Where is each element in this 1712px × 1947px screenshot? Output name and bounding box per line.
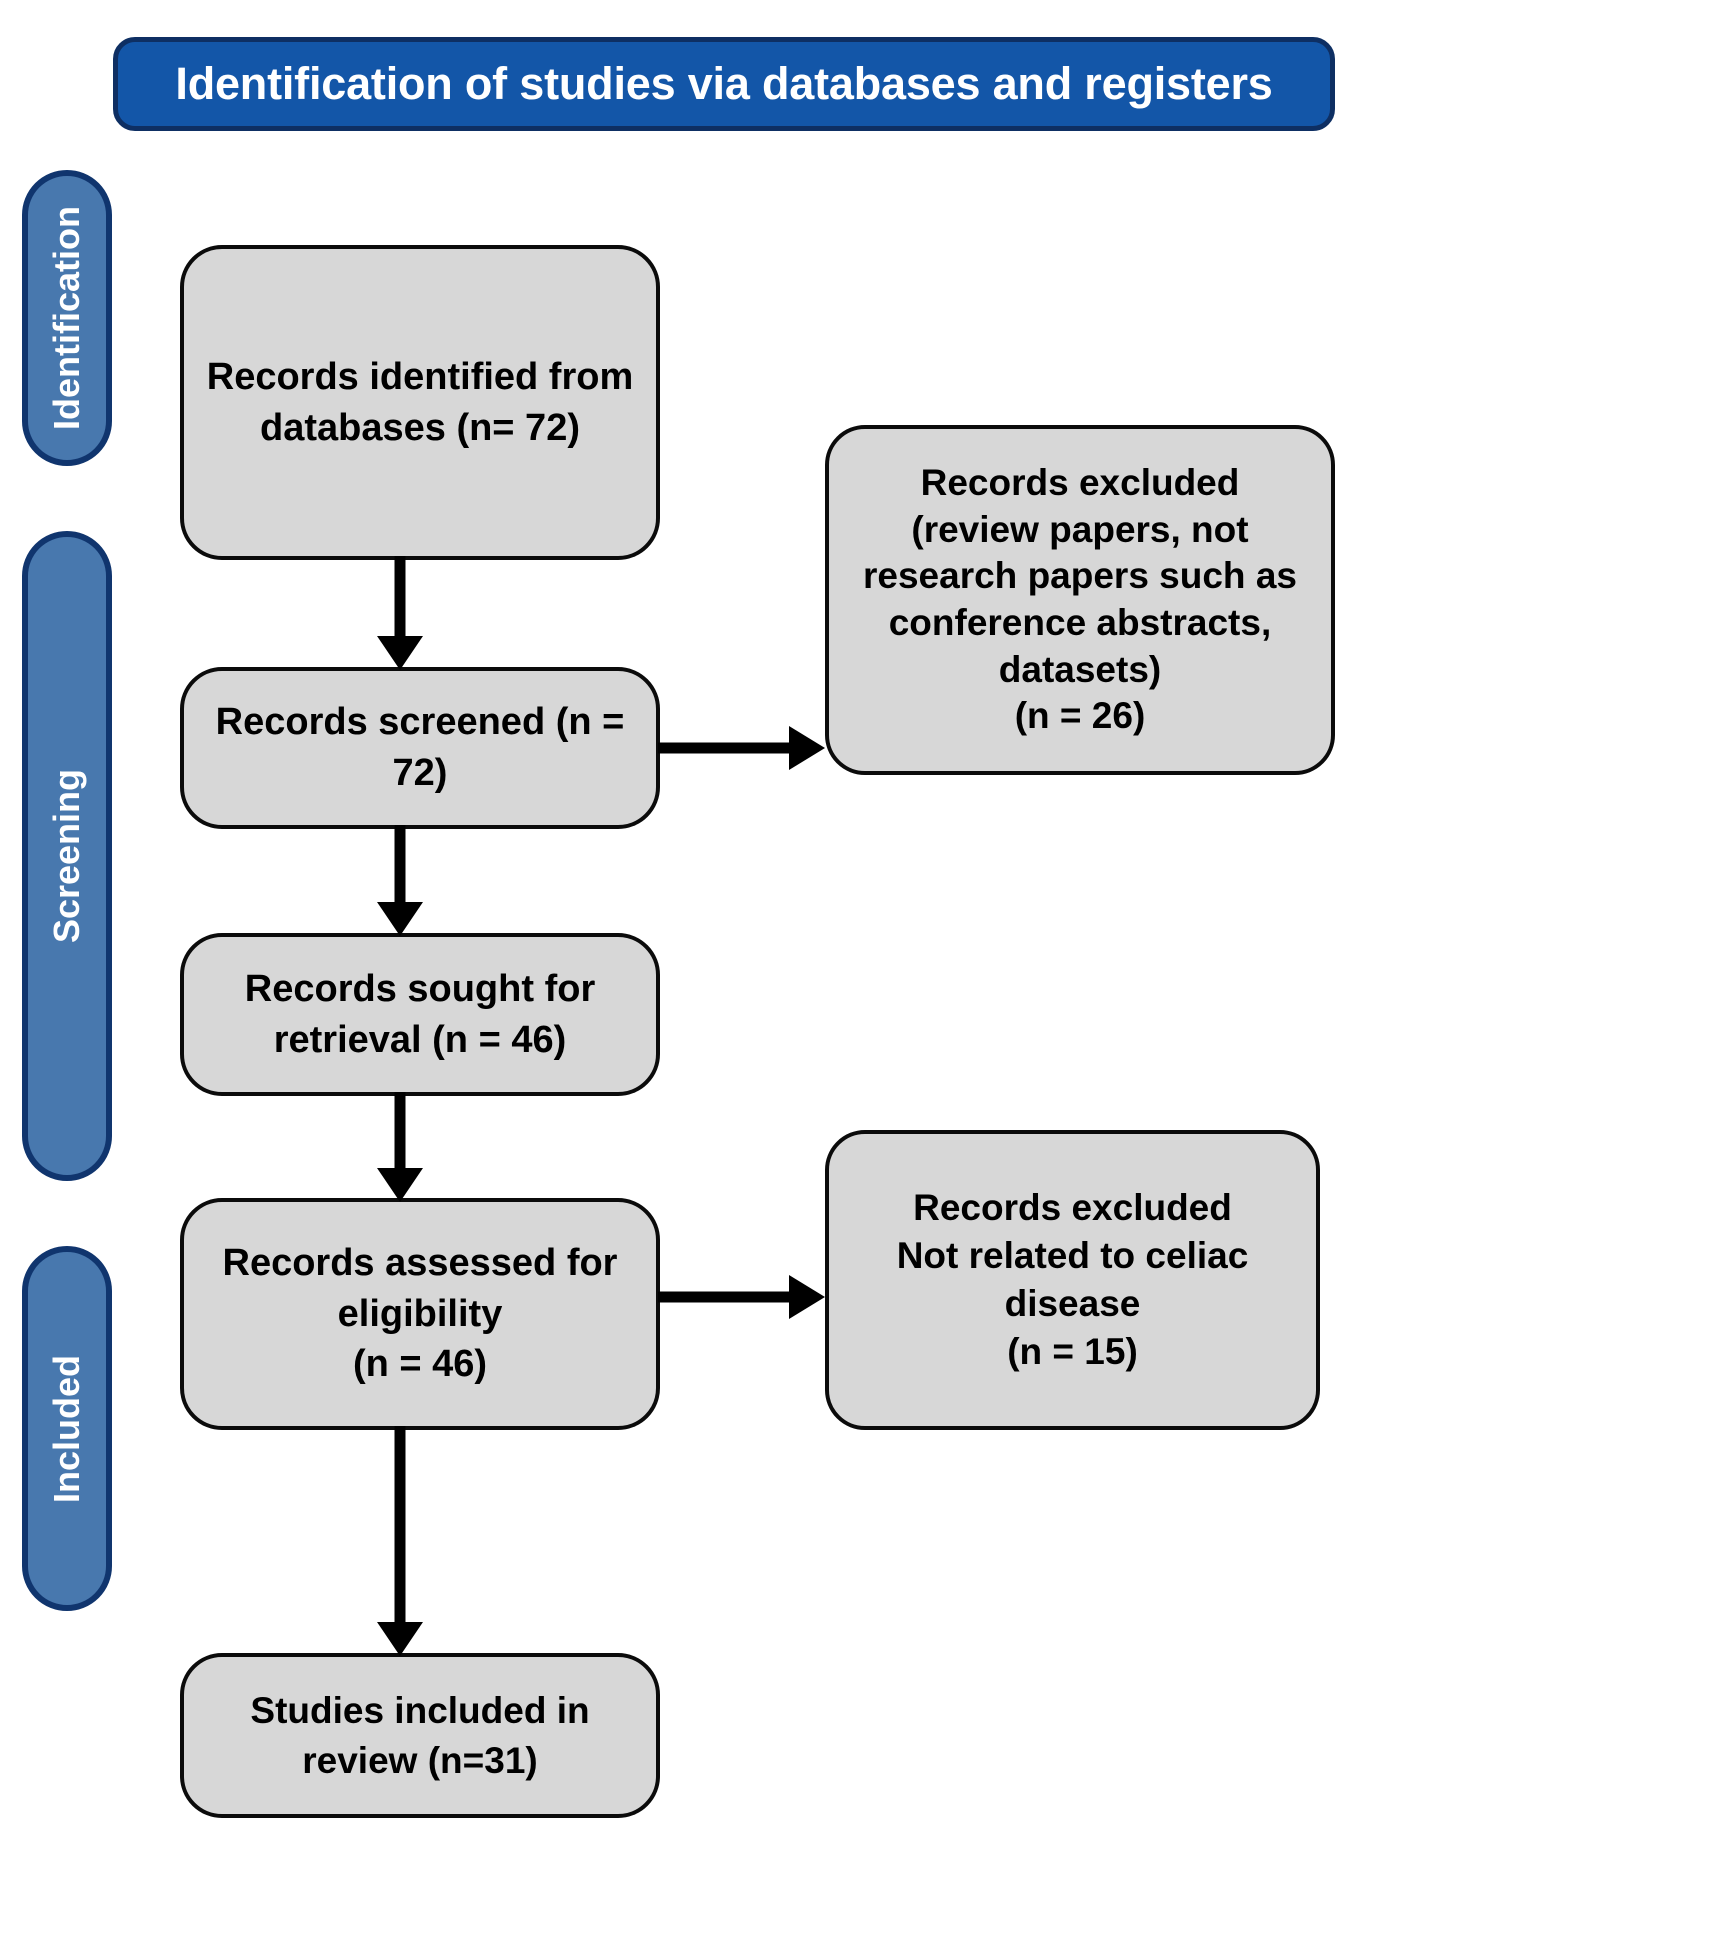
box-records-excluded-eligibility-text: Records excluded Not related to celiac d… — [896, 1186, 1249, 1373]
arrow-sought-to-assessed — [377, 1092, 423, 1202]
box-records-sought-for-retrieval-text: Records sought for retrieval (n = 46) — [244, 967, 596, 1061]
box-records-excluded-eligibility: Records excluded Not related to celiac d… — [825, 1130, 1320, 1430]
diagram-title: Identification of studies via databases … — [175, 58, 1273, 110]
arrow-assessed-to-excluded — [658, 1275, 825, 1319]
stage-label-identification: Identification — [22, 170, 112, 466]
box-records-identified: Records identified from databases (n= 72… — [180, 245, 660, 560]
box-records-excluded-screening-text: Records excluded (review papers, not res… — [863, 462, 1297, 737]
arrow-screened-to-excluded — [658, 726, 825, 770]
box-records-screened-text: Records screened (n = 72) — [215, 701, 625, 794]
stage-label-screening: Screening — [22, 531, 112, 1181]
box-records-screened: Records screened (n = 72) — [180, 667, 660, 829]
arrow-screened-to-sought — [377, 825, 423, 936]
box-records-assessed-for-eligibility: Records assessed for eligibility (n = 46… — [180, 1198, 660, 1430]
arrow-identified-to-screened — [377, 556, 423, 670]
arrow-assessed-to-included — [377, 1426, 423, 1656]
box-records-sought-for-retrieval: Records sought for retrieval (n = 46) — [180, 933, 660, 1096]
stage-label-included-text: Included — [46, 1354, 88, 1503]
stage-label-screening-text: Screening — [46, 768, 87, 944]
box-records-identified-text: Records identified from databases (n= 72… — [206, 355, 634, 449]
stage-label-included: Included — [22, 1246, 112, 1611]
box-studies-included-in-review: Studies included in review (n=31) — [180, 1653, 660, 1818]
box-records-assessed-for-eligibility-text: Records assessed for eligibility (n = 46… — [222, 1242, 618, 1386]
diagram-title-banner: Identification of studies via databases … — [113, 37, 1335, 131]
stage-label-identification-text: Identification — [46, 206, 87, 430]
box-studies-included-in-review-text: Studies included in review (n=31) — [250, 1690, 590, 1781]
box-records-excluded-screening: Records excluded (review papers, not res… — [825, 425, 1335, 775]
